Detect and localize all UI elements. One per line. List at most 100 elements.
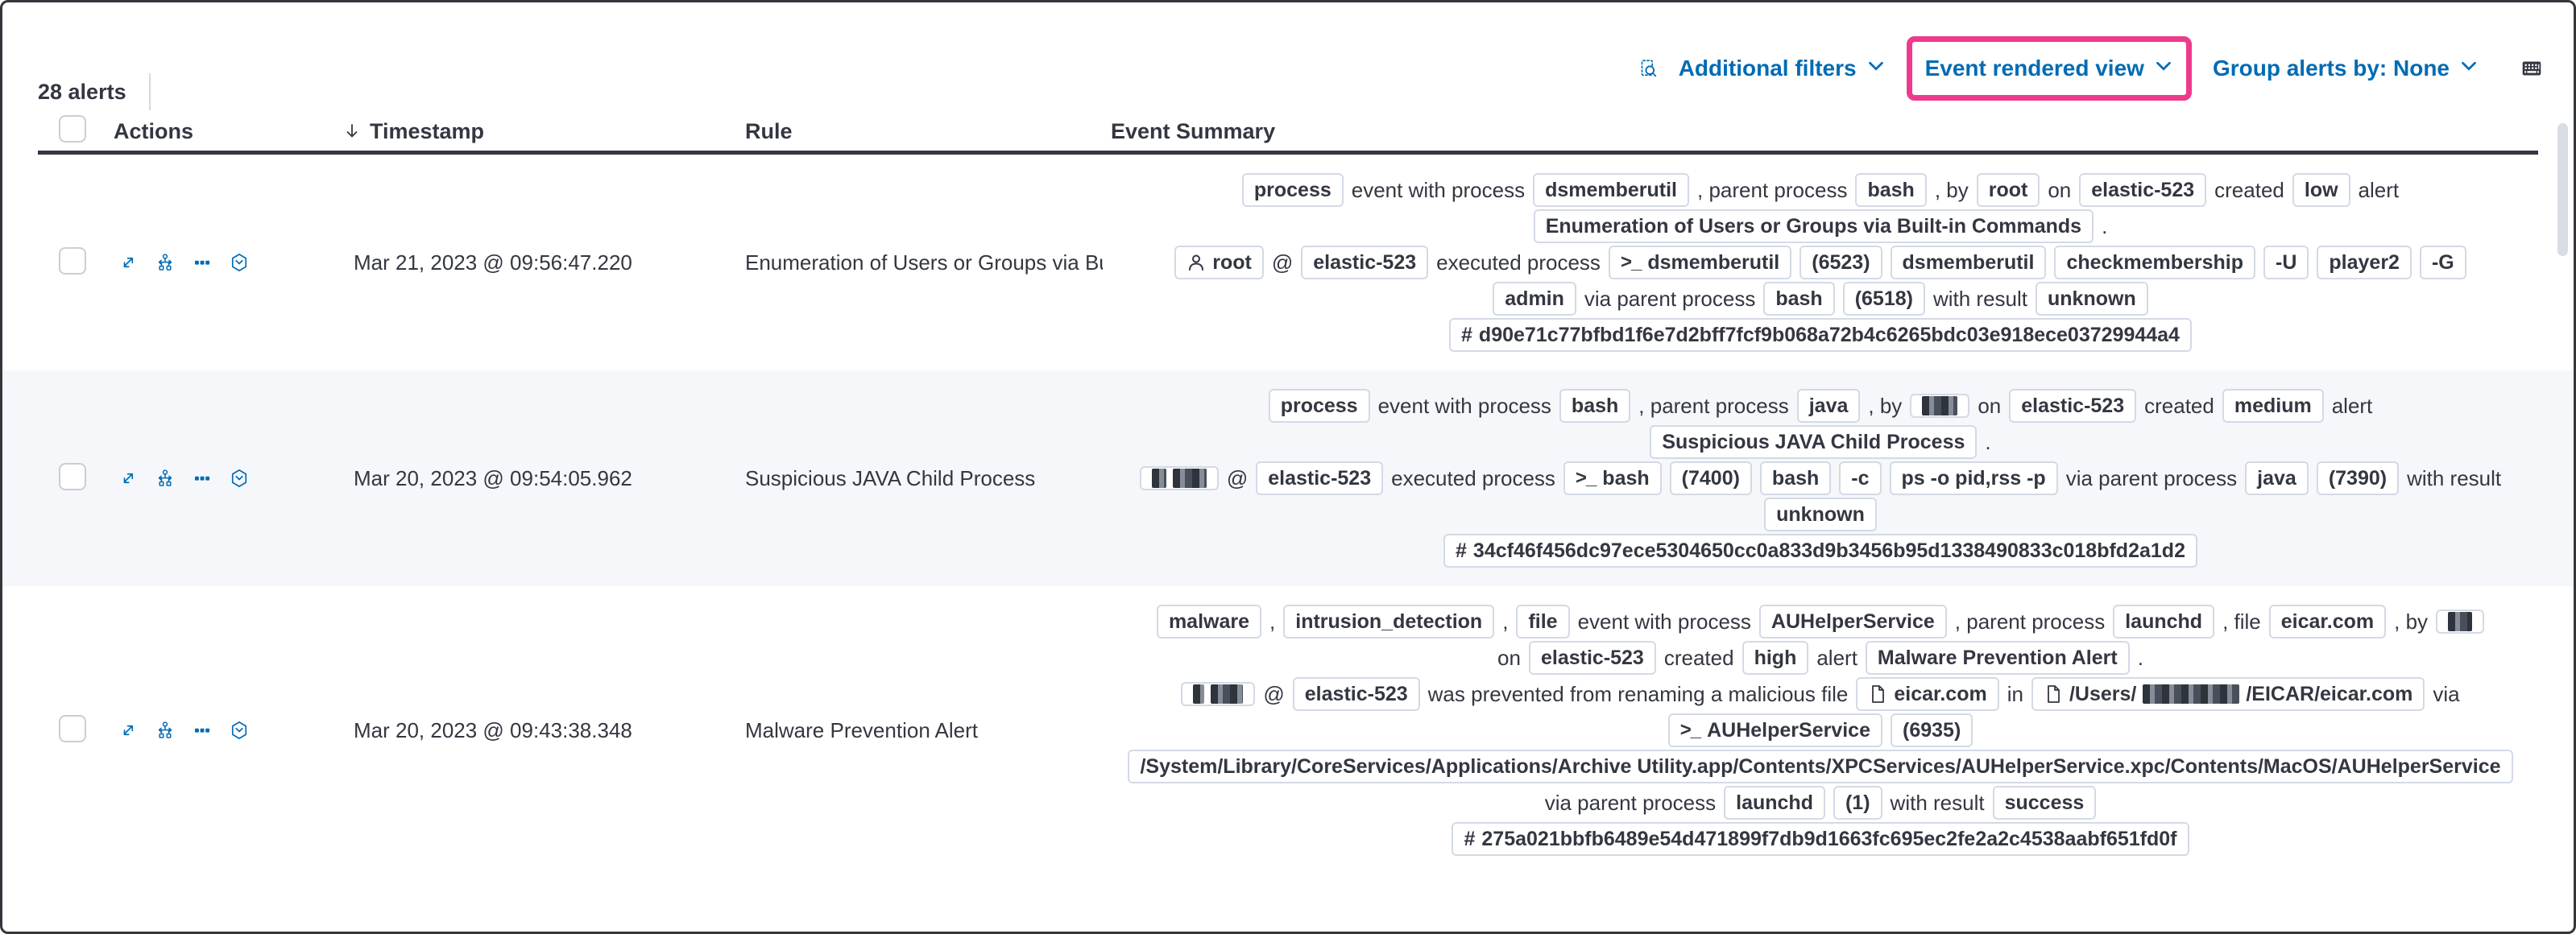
summary-badge[interactable]: bash xyxy=(1759,461,1832,495)
summary-badge[interactable]: unknown xyxy=(2036,282,2148,316)
summary-badge[interactable]: Enumeration of Users or Groups via Built… xyxy=(1533,209,2094,243)
summary-badge[interactable]: low xyxy=(2292,173,2350,207)
summary-badge[interactable]: malware xyxy=(1156,605,1262,639)
summary-badge[interactable]: root xyxy=(1976,173,2040,207)
summary-badge[interactable]: medium xyxy=(2222,389,2324,423)
header-timestamp[interactable]: Timestamp xyxy=(342,119,740,144)
summary-badge[interactable]: >_AUHelperService xyxy=(1667,713,1882,747)
summary-badge[interactable]: (6523) xyxy=(1799,246,1882,279)
hash-badge[interactable]: #34cf46f456dc97ece5304650cc0a833d9b3456b… xyxy=(1443,534,2197,568)
redacted-text xyxy=(1172,469,1207,488)
summary-badge[interactable]: eicar.com xyxy=(1856,677,1999,711)
summary-badge[interactable] xyxy=(2436,610,2485,634)
hash-badge[interactable]: #275a021bbfb6489e54d471899f7db9d1663fc69… xyxy=(1452,822,2189,856)
summary-badge[interactable]: (1) xyxy=(1833,786,1882,820)
scrollbar-thumb[interactable] xyxy=(2557,123,2568,256)
session-view-button[interactable] xyxy=(230,469,249,488)
summary-badge[interactable]: elastic-523 xyxy=(1301,246,1429,279)
summary-badge[interactable]: checkmembership xyxy=(2054,246,2255,279)
summary-badge[interactable]: elastic-523 xyxy=(1256,461,1384,495)
summary-badge[interactable]: >_bash xyxy=(1563,461,1662,495)
summary-badge[interactable]: bash xyxy=(1763,282,1835,316)
hash-badge[interactable]: #d90e71c77bfbd1f6e7d2bff7fcf9b068a72b4c6… xyxy=(1449,318,2192,352)
summary-badge[interactable]: Malware Prevention Alert xyxy=(1865,641,2130,675)
summary-badge[interactable]: (6518) xyxy=(1842,282,1925,316)
analyze-event-button[interactable] xyxy=(155,721,175,740)
more-actions-button[interactable] xyxy=(193,253,212,272)
badge-text: java xyxy=(1808,395,1849,417)
summary-badge[interactable]: /Users//EICAR/eicar.com xyxy=(2031,677,2425,711)
summary-badge[interactable]: elastic-523 xyxy=(1528,641,1656,675)
summary-badge[interactable]: (7400) xyxy=(1669,461,1752,495)
summary-badge[interactable]: >_dsmemberutil xyxy=(1608,246,1792,279)
summary-badge[interactable] xyxy=(1139,466,1219,490)
rule-name[interactable]: Suspicious JAVA Child Process xyxy=(745,465,1036,490)
summary-badge[interactable]: -U xyxy=(2263,246,2309,279)
badge-text: unknown xyxy=(1776,503,1865,526)
more-actions-button[interactable] xyxy=(193,721,212,740)
session-view-button[interactable] xyxy=(230,253,249,272)
inspect-button[interactable] xyxy=(1638,59,1658,78)
summary-badge[interactable]: (7390) xyxy=(2316,461,2400,495)
badge-text: /EICAR/eicar.com xyxy=(2246,683,2413,705)
summary-badge[interactable]: success xyxy=(1992,786,2097,820)
chevron-down-icon xyxy=(2459,56,2479,81)
summary-badge[interactable] xyxy=(1181,682,1256,706)
summary-badge[interactable]: launchd xyxy=(2113,605,2215,639)
rule-name[interactable]: Enumeration of Users or Groups via Bui xyxy=(745,250,1103,275)
summary-badge[interactable]: bash xyxy=(1855,173,1927,207)
summary-badge[interactable]: Suspicious JAVA Child Process xyxy=(1650,425,1978,459)
expand-alert-button[interactable] xyxy=(118,253,138,272)
summary-badge[interactable]: intrusion_detection xyxy=(1283,605,1495,639)
row-checkbox[interactable] xyxy=(59,246,86,275)
badge-text: elastic-523 xyxy=(2091,179,2195,201)
event-rendered-view-dropdown[interactable]: Event rendered view xyxy=(1925,56,2173,81)
group-alerts-dropdown[interactable]: Group alerts by: None xyxy=(2213,56,2479,81)
summary-badge[interactable]: elastic-523 xyxy=(2079,173,2207,207)
session-view-button[interactable] xyxy=(230,721,249,740)
rule-name[interactable]: Malware Prevention Alert xyxy=(745,717,979,742)
summary-badge[interactable]: process xyxy=(1241,173,1344,207)
summary-badge[interactable]: elastic-523 xyxy=(2009,389,2137,423)
summary-badge[interactable]: -c xyxy=(1839,461,1882,495)
summary-text: with result xyxy=(2407,465,2502,490)
summary-badge[interactable]: file xyxy=(1516,605,1570,639)
summary-badge[interactable]: dsmemberutil xyxy=(1890,246,2047,279)
summary-badge[interactable]: elastic-523 xyxy=(1292,677,1420,711)
summary-text: alert xyxy=(2331,393,2373,418)
row-checkbox[interactable] xyxy=(59,462,86,490)
summary-badge[interactable]: player2 xyxy=(2317,246,2412,279)
analyze-event-button[interactable] xyxy=(155,469,175,488)
summary-badge[interactable] xyxy=(1910,394,1970,418)
summary-badge[interactable]: bash xyxy=(1559,389,1631,423)
summary-badge[interactable]: eicar.com xyxy=(2268,605,2387,639)
summary-badge[interactable]: java xyxy=(2245,461,2309,495)
expand-alert-button[interactable] xyxy=(118,721,138,740)
summary-badge[interactable]: root xyxy=(1174,246,1264,279)
more-actions-button[interactable] xyxy=(193,469,212,488)
keyboard-shortcuts-button[interactable] xyxy=(2522,59,2541,78)
summary-text: via xyxy=(2433,681,2460,706)
badge-text: success xyxy=(2004,791,2085,814)
summary-badge[interactable]: AUHelperService xyxy=(1758,605,1947,639)
summary-badge[interactable]: process xyxy=(1268,389,1370,423)
row-checkbox[interactable] xyxy=(59,714,86,742)
select-all-checkbox[interactable] xyxy=(59,114,86,143)
summary-badge[interactable]: /System/Library/CoreServices/Application… xyxy=(1128,750,2513,783)
additional-filters-dropdown[interactable]: Additional filters xyxy=(1679,56,1886,81)
header-actions: Actions xyxy=(114,118,194,143)
summary-line: #275a021bbfb6489e54d471899f7db9d1663fc69… xyxy=(1103,822,2538,856)
summary-badge[interactable]: -G xyxy=(2419,246,2466,279)
summary-badge[interactable]: java xyxy=(1796,389,1861,423)
summary-badge[interactable]: (6935) xyxy=(1891,713,1973,747)
expand-alert-button[interactable] xyxy=(118,469,138,488)
summary-badge[interactable]: unknown xyxy=(1764,498,1877,531)
analyze-event-button[interactable] xyxy=(155,253,175,272)
summary-badge[interactable]: admin xyxy=(1493,282,1576,316)
summary-badge[interactable]: ps -o pid,rss -p xyxy=(1889,461,2058,495)
summary-badge[interactable]: launchd xyxy=(1724,786,1825,820)
summary-badge[interactable]: high xyxy=(1741,641,1809,675)
summary-badge[interactable]: dsmemberutil xyxy=(1533,173,1690,207)
